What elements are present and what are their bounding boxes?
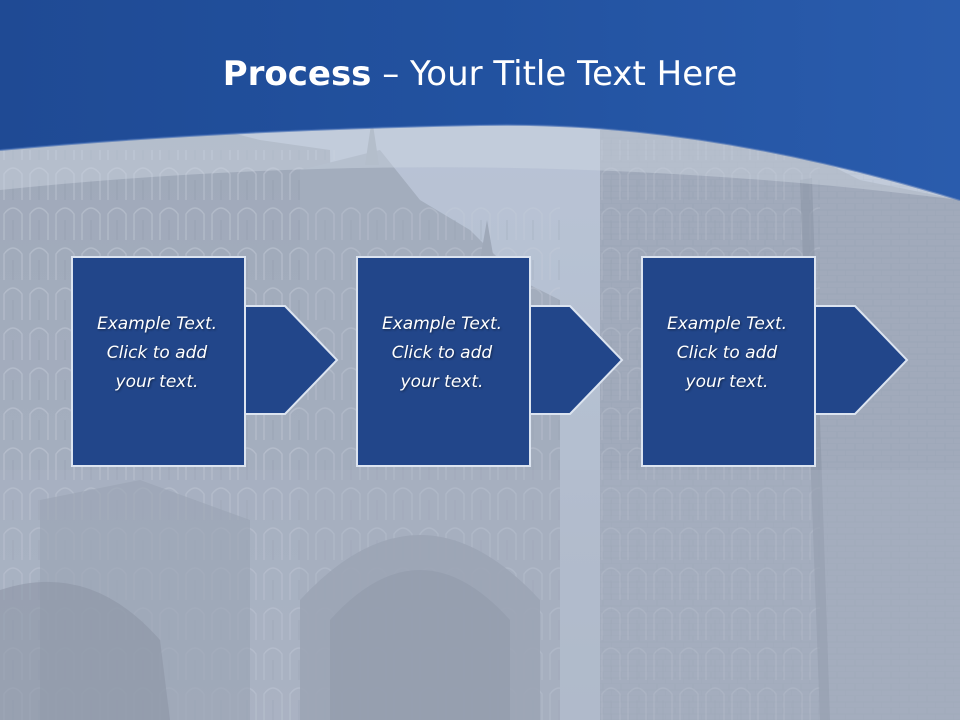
process-step-3[interactable]: Example Text. Click to add your text. (641, 256, 909, 468)
step-2-line-2: Click to add (391, 343, 493, 363)
title-rest-part: – Your Title Text Here (371, 54, 738, 94)
step-2-line-1: Example Text. (381, 314, 503, 334)
process-step-1[interactable]: Example Text. Click to add your text. (71, 256, 339, 468)
step-2-arrow-shape (356, 256, 624, 467)
step-3-line-3: your text. (685, 372, 769, 392)
title-bold-part: Process (222, 54, 372, 94)
slide-title[interactable]: Process – Your Title Text Here (0, 52, 960, 96)
step-3-line-1: Example Text. (666, 314, 788, 334)
step-3-text[interactable]: Example Text. Click to add your text. (647, 310, 807, 397)
step-1-line-3: your text. (115, 372, 199, 392)
step-1-text[interactable]: Example Text. Click to add your text. (77, 310, 237, 397)
step-1-arrow-shape (71, 256, 339, 467)
step-1-line-1: Example Text. (96, 314, 218, 334)
step-3-arrow-shape (641, 256, 909, 467)
step-2-line-3: your text. (400, 372, 484, 392)
step-2-text[interactable]: Example Text. Click to add your text. (362, 310, 522, 397)
step-3-line-2: Click to add (676, 343, 778, 363)
step-1-line-2: Click to add (106, 343, 208, 363)
process-step-2[interactable]: Example Text. Click to add your text. (356, 256, 624, 468)
